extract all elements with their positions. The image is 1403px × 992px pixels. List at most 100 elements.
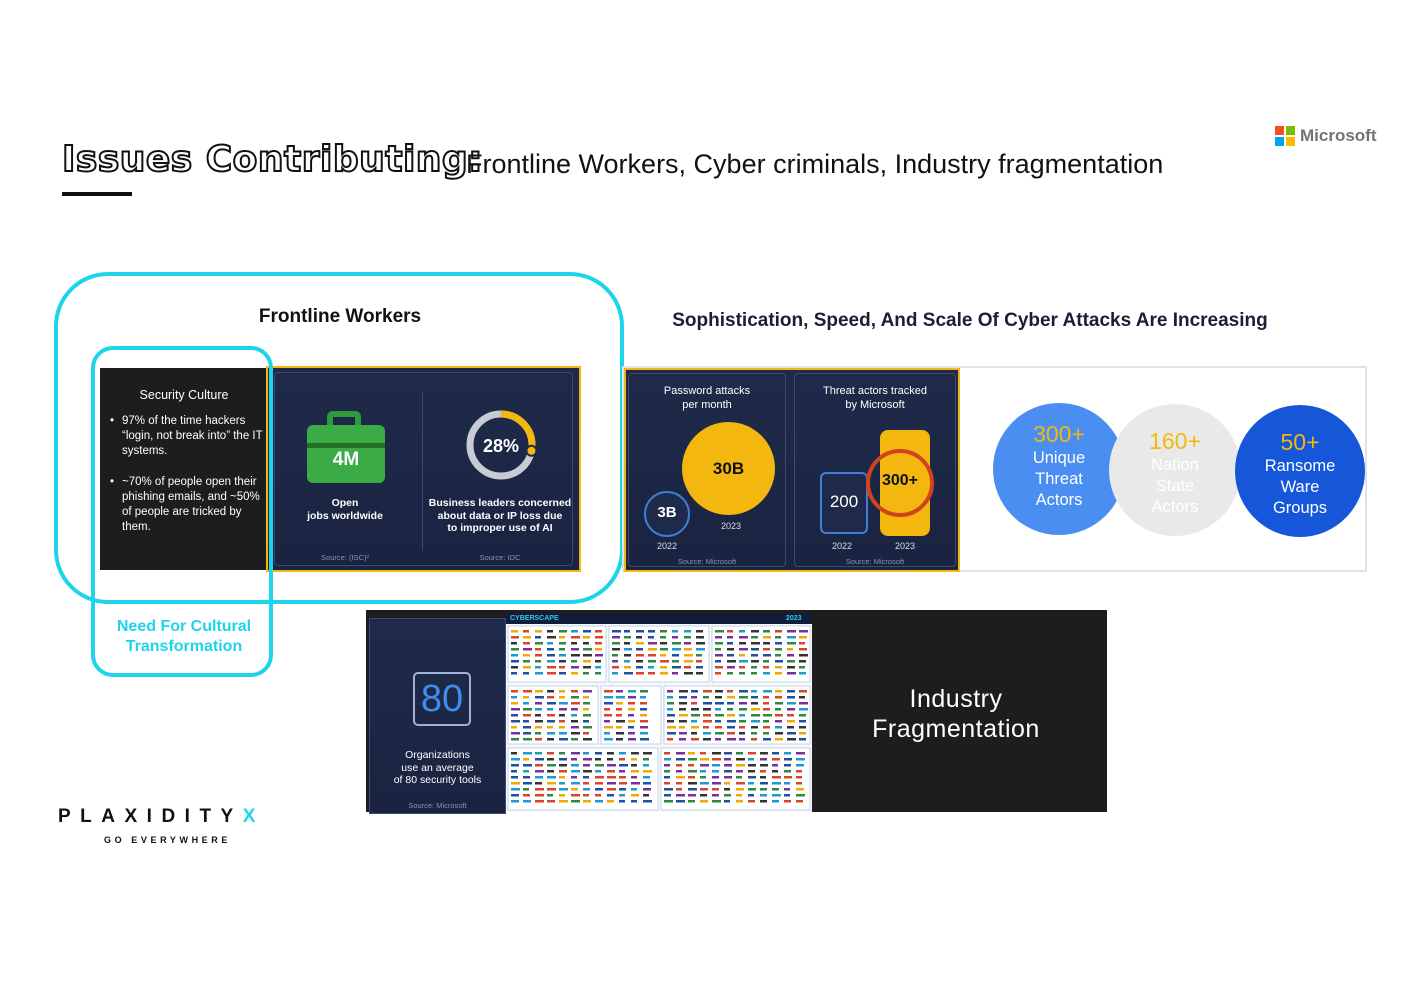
cyberscape-vendor-logo bbox=[535, 726, 542, 729]
cyberscape-vendor-logo bbox=[775, 660, 783, 663]
cyberscape-vendor-logo bbox=[667, 714, 675, 717]
cyberscape-vendor-logo bbox=[703, 720, 712, 723]
cyberscape-vendor-logo bbox=[643, 770, 652, 773]
cyberscape-vendor-logo bbox=[583, 630, 591, 633]
cyberscape-vendor-logo bbox=[799, 672, 806, 675]
cyberscape-vendor-logo bbox=[535, 708, 542, 711]
cyberscape-vendor-logo bbox=[664, 776, 670, 779]
cyberscape-vendor-logo bbox=[712, 758, 721, 761]
cyberscape-vendor-logo bbox=[559, 738, 568, 741]
fragmentation-panel: 80 Organizations use an average of 80 se… bbox=[366, 610, 1107, 814]
cyberscape-vendor-logo bbox=[703, 696, 709, 699]
cyberscape-vendor-logo bbox=[787, 642, 796, 645]
cyberscape-vendor-logo bbox=[688, 758, 697, 761]
cyberscape-vendor-logo bbox=[535, 660, 541, 663]
cyberscape-vendor-logo bbox=[547, 738, 554, 741]
cyberscape-vendor-logo bbox=[628, 690, 636, 693]
cyberscape-vendor-logo bbox=[751, 726, 758, 729]
cyberscape-vendor-logo bbox=[559, 788, 568, 791]
threat-2023-highlight-ring bbox=[866, 449, 934, 517]
cyberscape-vendor-logo bbox=[672, 660, 679, 663]
cyberscape-vendor-logo bbox=[640, 690, 648, 693]
cyberscape-vendor-logo bbox=[672, 636, 678, 639]
cyberscape-vendor-logo bbox=[523, 726, 531, 729]
cyberscape-vendor-logo bbox=[715, 642, 723, 645]
cyberscape-vendor-logo bbox=[660, 642, 667, 645]
cyberscape-vendor-logo bbox=[631, 800, 637, 803]
cyberscape-vendor-logo bbox=[739, 666, 745, 669]
cyberscape-vendor-logo bbox=[523, 752, 532, 755]
cyberscape-vendor-logo bbox=[640, 708, 647, 711]
cyberscape-vendor-logo bbox=[547, 726, 553, 729]
cyberscape-vendor-logo bbox=[559, 714, 565, 717]
password-2023-value: 30B bbox=[712, 459, 745, 478]
cyberscape-vendor-logo bbox=[763, 642, 770, 645]
password-year-2022: 2022 bbox=[656, 541, 678, 551]
cyberscape-vendor-logo bbox=[604, 720, 610, 723]
cyberscape-vendor-logo bbox=[535, 764, 543, 767]
frontline-title: Frontline Workers bbox=[258, 306, 422, 327]
plaxidityx-logo: PLAXIDITYX bbox=[58, 806, 265, 827]
cyberscape-vendor-logo bbox=[571, 708, 578, 711]
cyberscape-vendor-logo bbox=[739, 660, 748, 663]
cyberscape-vendor-logo bbox=[523, 666, 531, 669]
cyberscape-vendor-logo bbox=[583, 800, 591, 803]
cyberscape-vendor-logo bbox=[679, 738, 686, 741]
threat-actors-card: Threat actors tracked by Microsoft 200 3… bbox=[794, 373, 956, 567]
cyberscape-vendor-logo bbox=[727, 660, 736, 663]
cyberscape-vendor-logo bbox=[643, 776, 650, 779]
cyberscape-vendor-logo bbox=[772, 782, 781, 785]
cyberscape-vendor-logo bbox=[624, 666, 631, 669]
cyberscape-vendor-logo bbox=[583, 654, 592, 657]
cyberscape-vendor-logo bbox=[636, 642, 644, 645]
cyberscape-vendor-logo bbox=[511, 642, 517, 645]
bubble-label: Actors bbox=[1151, 498, 1199, 516]
cyberscape-vendor-logo bbox=[748, 782, 754, 785]
cyberscape-vendor-logo bbox=[535, 666, 541, 669]
cyberscape-vendor-logo bbox=[583, 726, 592, 729]
cyberscape-vendor-logo bbox=[751, 666, 757, 669]
cyberscape-vendor-logo bbox=[664, 770, 670, 773]
cyberscape-vendor-logo bbox=[739, 636, 748, 639]
cyberscape-vendor-logo bbox=[739, 630, 745, 633]
cyberscape-vendor-logo bbox=[715, 720, 721, 723]
cyberscape-vendor-logo bbox=[736, 782, 745, 785]
cyberscape-vendor-logo bbox=[595, 642, 602, 645]
cyberscape-vendor-logo bbox=[640, 720, 648, 723]
cyberscape-vendor-logo bbox=[559, 782, 565, 785]
cyberscape-vendor-logo bbox=[628, 696, 636, 699]
cyberscape-vendor-logo bbox=[523, 648, 532, 651]
title-underline bbox=[62, 192, 132, 196]
cyberscape-vendor-logo bbox=[688, 764, 694, 767]
cyberscape-vendor-logo bbox=[624, 636, 631, 639]
cyberscape-vendor-logo bbox=[739, 738, 745, 741]
list-item: ~70% of people open their phishing email… bbox=[108, 475, 268, 535]
cyberscape-vendor-logo bbox=[727, 696, 735, 699]
cyberscape-vendor-logo bbox=[523, 642, 530, 645]
cyberscape-vendor-logo bbox=[571, 764, 579, 767]
cyberscape-vendor-logo bbox=[631, 782, 640, 785]
cyberscape-vendor-logo bbox=[799, 642, 805, 645]
cyberscape-vendor-logo bbox=[636, 672, 644, 675]
cyberscape-vendor-logo bbox=[612, 648, 620, 651]
cyberscape-vendor-logo bbox=[760, 770, 766, 773]
cyberscape-vendor-logo bbox=[684, 648, 692, 651]
cyberscape-vendor-logo bbox=[775, 630, 782, 633]
cyberscape-vendor-logo bbox=[583, 702, 590, 705]
cyberscape-vendor-logo bbox=[547, 758, 554, 761]
cyberscape-logo-grid bbox=[507, 625, 811, 811]
cyberscape-vendor-logo bbox=[648, 648, 657, 651]
cyberscape-vendor-logo bbox=[523, 708, 532, 711]
cyberscape-vendor-logo bbox=[763, 660, 769, 663]
cyberscape-vendor-logo bbox=[523, 696, 529, 699]
cyberscape-vendor-logo bbox=[688, 800, 695, 803]
cyberscape-vendor-logo bbox=[727, 720, 736, 723]
cyberscape-vendor-logo bbox=[763, 654, 771, 657]
cyberscape-vendor-logo bbox=[583, 732, 589, 735]
cyberscape-vendor-logo bbox=[712, 776, 719, 779]
cyberscape-vendor-logo bbox=[511, 788, 520, 791]
cyberscape-vendor-logo bbox=[667, 696, 673, 699]
cyberscape-vendor-logo bbox=[736, 800, 743, 803]
cyberscape-vendor-logo bbox=[571, 800, 580, 803]
cyberscape-vendor-logo bbox=[715, 714, 724, 717]
